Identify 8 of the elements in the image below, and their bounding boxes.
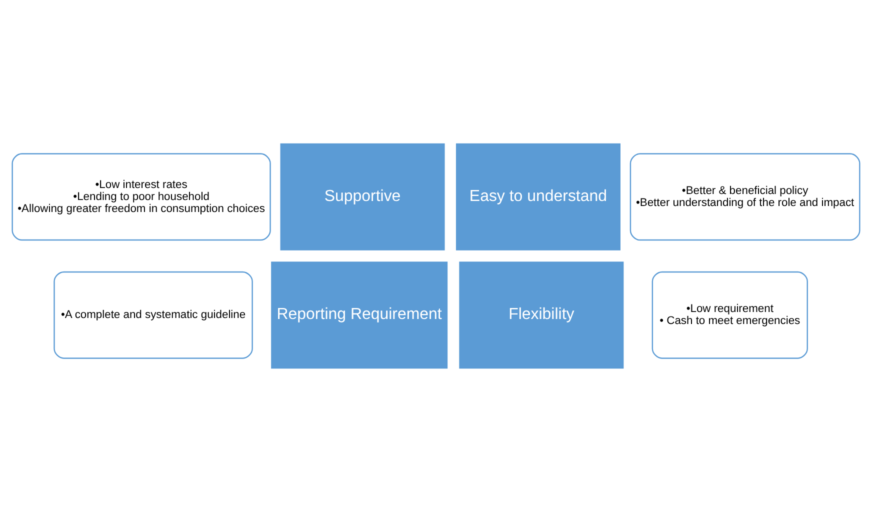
node-box: Supportive <box>278 141 448 253</box>
node-box: •A complete and systematic guideline <box>54 271 253 359</box>
node-box: Flexibility <box>456 259 626 371</box>
node-box: Easy to understand <box>454 141 623 253</box>
node-box: •Better & beneficial policy •Better understanding of the role and impact <box>630 153 860 241</box>
node-box: Reporting Requirement <box>268 259 450 371</box>
node-box: •Low interest rates •Lending to poor household •Allowing greater freedom in consumption choices <box>12 153 271 241</box>
node-box: •Low requirement • Cash to meet emergencies <box>652 271 808 359</box>
